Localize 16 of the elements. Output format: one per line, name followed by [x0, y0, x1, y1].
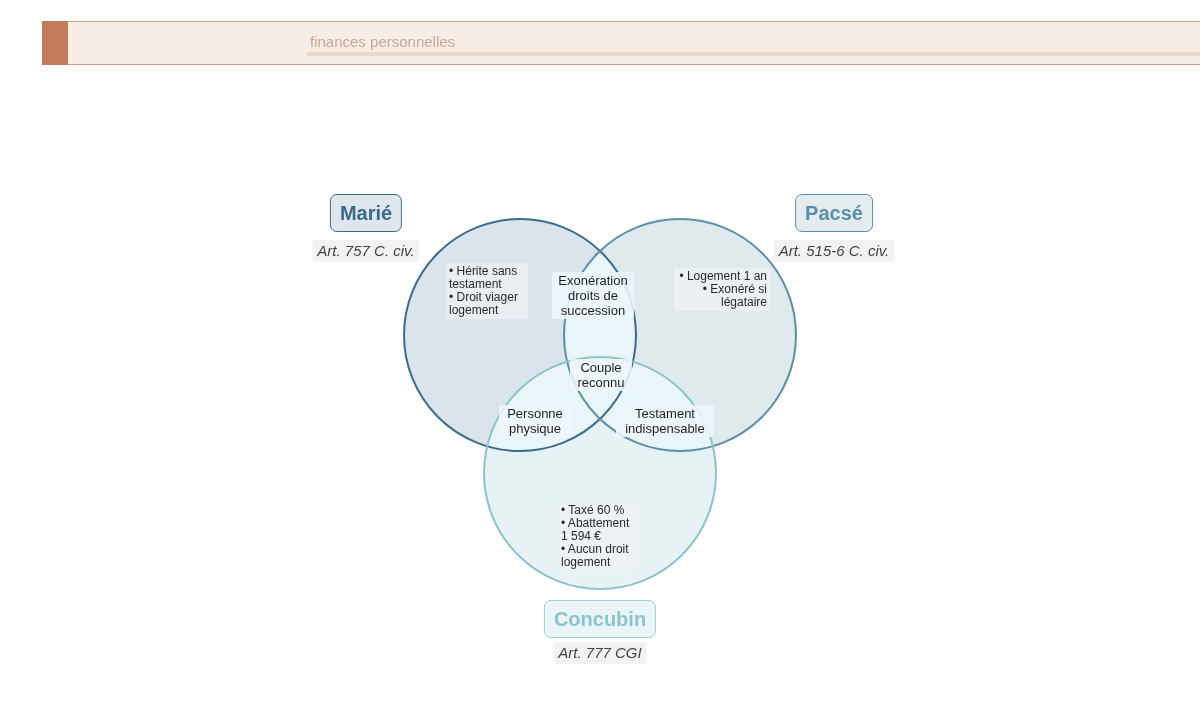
- bullet-item: • Abattement 1 594 €: [561, 517, 631, 543]
- bullet-item: • Taxé 60 %: [561, 504, 626, 517]
- article-reference: Art. 757 C. civ.: [312, 240, 420, 262]
- section-tagline: finances personnelles: [310, 33, 456, 51]
- category-tag: Pacsé: [795, 194, 873, 232]
- bullet-item: • Aucun droit logement: [561, 543, 630, 569]
- article-reference: Art. 777 CGI: [553, 642, 647, 664]
- article-reference: Art. 515-6 C. civ.: [773, 240, 895, 262]
- bullet-item: • Droit viager logement: [449, 291, 519, 317]
- overlap-label: Couple reconnu: [570, 359, 632, 391]
- bullet-item: • Exonéré si légataire: [702, 283, 767, 309]
- bullet-item: • Logement 1 an: [678, 270, 767, 283]
- bullet-item: • Hérite sans testament: [449, 265, 519, 291]
- overlap-label: Testament indispensable: [616, 405, 714, 437]
- category-tag: Marié: [329, 194, 403, 232]
- category-tag: Concubin: [543, 600, 657, 638]
